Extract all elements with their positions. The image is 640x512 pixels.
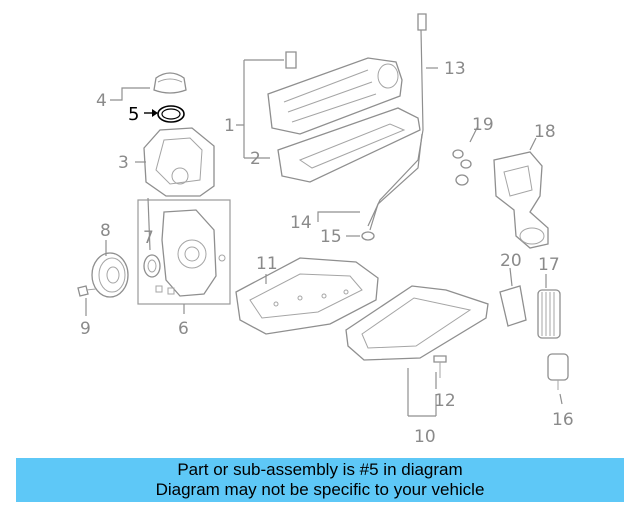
info-banner: Part or sub-assembly is #5 in diagram Di… xyxy=(16,458,624,502)
part-18-oil-filter-housing xyxy=(493,151,549,249)
callout-15: 15 xyxy=(320,227,342,247)
part-17-oil-filter xyxy=(537,289,561,339)
callout-7: 7 xyxy=(143,228,154,248)
part-6-front-cover xyxy=(155,209,226,297)
callout-19: 19 xyxy=(472,115,494,135)
part-5-seal-ring xyxy=(157,105,185,123)
part-9-pulley-bolt xyxy=(77,285,97,297)
banner-line-disclaimer: Diagram may not be specific to your vehi… xyxy=(155,480,485,499)
callout-3: 3 xyxy=(118,153,129,173)
part-14-dipstick-tube xyxy=(369,133,423,231)
part-1-valve-cover xyxy=(267,51,403,135)
part-20-cap xyxy=(499,285,527,327)
part-16-sender xyxy=(547,353,569,390)
callout-16: 16 xyxy=(552,410,574,430)
part-3-upper-cover xyxy=(143,127,215,197)
callout-6: 6 xyxy=(178,319,189,339)
part-12-drain-plug xyxy=(433,355,447,378)
banner-line-part-info: Part or sub-assembly is #5 in diagram xyxy=(177,460,463,479)
callout-14: 14 xyxy=(290,213,312,233)
part-10-oil-pan xyxy=(345,285,489,361)
part-11-upper-oil-pan xyxy=(235,257,379,335)
callout-20: 20 xyxy=(500,251,522,271)
callout-11: 11 xyxy=(256,254,278,274)
callout-18: 18 xyxy=(534,122,556,142)
callout-5: 5 xyxy=(128,104,139,125)
callout-1: 1 xyxy=(224,116,235,136)
callout-12: 12 xyxy=(434,391,456,411)
part-15-tube-seal xyxy=(361,231,375,241)
callout-13: 13 xyxy=(444,59,466,79)
leader-lines xyxy=(85,59,563,417)
callout-4: 4 xyxy=(96,91,107,111)
part-2-valve-cover-gasket xyxy=(277,107,421,183)
callout-17: 17 xyxy=(538,255,560,275)
part-8-crankshaft-pulley xyxy=(91,252,129,298)
callout-9: 9 xyxy=(80,319,91,339)
part-19-seals xyxy=(452,149,472,186)
part-4-oil-filler-cap xyxy=(153,72,187,94)
callout-2: 2 xyxy=(250,149,261,169)
callout-8: 8 xyxy=(100,221,111,241)
part-7-front-seal xyxy=(143,254,161,278)
callout-10: 10 xyxy=(414,427,436,447)
